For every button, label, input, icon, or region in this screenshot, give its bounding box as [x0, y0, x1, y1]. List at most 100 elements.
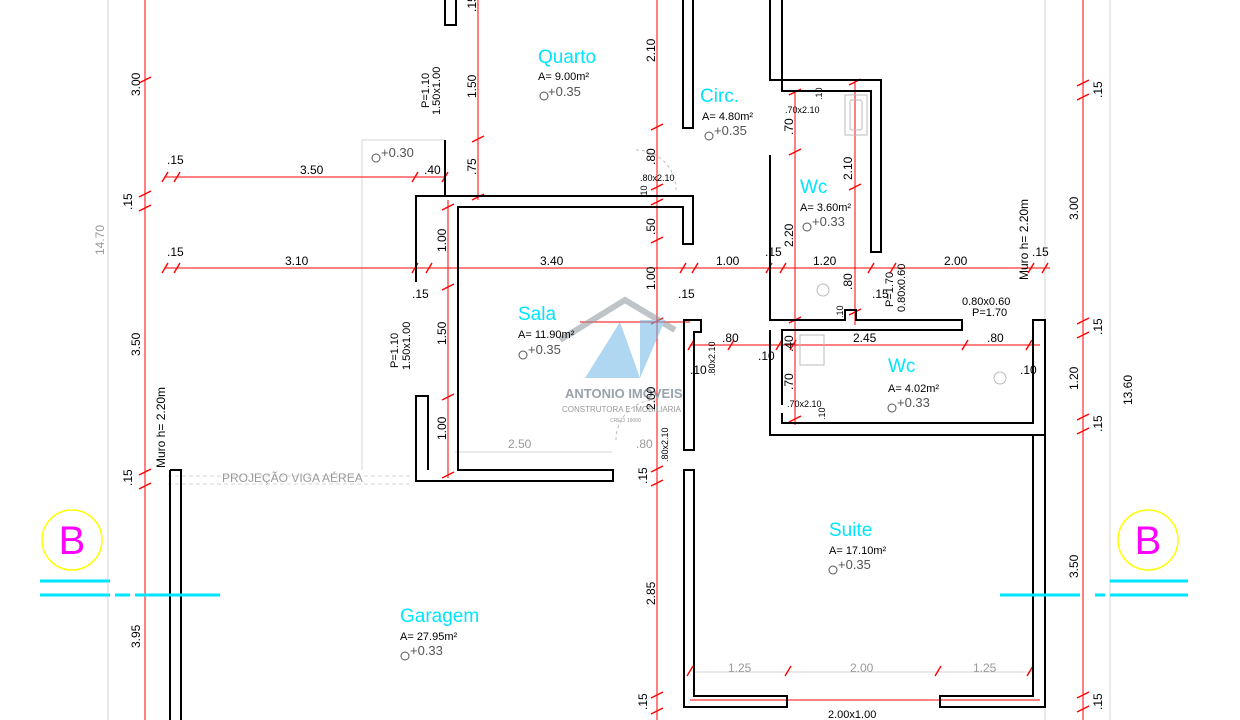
section-circle-left [41, 509, 103, 571]
room-name-suite: Suite [829, 520, 872, 541]
room-level-wc2: +0.33 [897, 395, 930, 410]
room-area-wc2: A= 4.02m² [888, 383, 939, 395]
dim-r-015c: .15 [1091, 415, 1105, 432]
dim-left-015b: .15 [121, 469, 135, 486]
level-extra-text: +0.30 [381, 145, 414, 160]
level-icon [539, 91, 549, 101]
room-level-garagem: +0.33 [410, 643, 443, 658]
level-icon [887, 403, 897, 413]
dim-v-015: .15 [465, 0, 479, 12]
dim-row2-340: 3.40 [540, 254, 564, 268]
watermark-name: ANTONIO IMOVEIS [565, 386, 683, 401]
window-wc1-size: 0.80x0.60 [896, 264, 908, 312]
total-left-label: 14.70 [93, 225, 107, 255]
dim-r-015a: .15 [1091, 81, 1105, 98]
room-name-garagem: Garagem [400, 606, 479, 627]
room-level-circ: +0.35 [714, 123, 747, 138]
room-wc2: Wc A= 4.02m² +0.33 [887, 356, 939, 413]
dim-row2-310: 3.10 [285, 254, 309, 268]
dim-row1-040: .40 [424, 163, 441, 177]
section-letter-right: B [1135, 519, 1162, 563]
dim-left-300: 3.00 [129, 72, 143, 96]
room-name-quarto: Quarto [538, 47, 596, 68]
dim-wc-010b: .10 [835, 305, 845, 318]
level-icon [518, 350, 528, 360]
dim-row2-015c: .15 [1032, 245, 1049, 259]
room-area-circ: A= 4.80m² [702, 111, 753, 123]
dim-sala-080: .80 [636, 437, 653, 451]
dim-h-245: 2.45 [853, 331, 877, 345]
dim-r-120: 1.20 [1067, 366, 1081, 390]
dim-wc-070a: .70 [782, 118, 796, 135]
window-wc1-sill: P=1.70 [884, 272, 896, 307]
dim-h-010c: .10 [1020, 363, 1037, 377]
dim-h-080a: .80 [722, 331, 739, 345]
dim-row2-100: 1.00 [716, 254, 740, 268]
level-icon [828, 565, 838, 575]
dimension-texts: 3.00 .15 3.50 .15 3.95 .15 3.50 .40 .15 … [121, 0, 1105, 710]
level-icon [802, 222, 812, 232]
fixtures [615, 94, 1007, 441]
room-level-suite: +0.35 [838, 557, 871, 572]
window-sala-size: 1.50x1.00 [401, 322, 413, 370]
dim-mid-010: .10 [639, 185, 649, 198]
dim-wc-015: .15 [872, 287, 889, 301]
room-name-wc1: Wc [800, 177, 827, 198]
dim-v-150b: 1.50 [435, 321, 449, 345]
suite-door-size: 2.00x1.00 [828, 709, 876, 720]
section-letter-left: B [59, 519, 86, 563]
dim-mid-285: 2.85 [644, 581, 658, 605]
dim-r-300: 3.00 [1067, 196, 1081, 220]
section-circle-right [1117, 509, 1179, 571]
dim-h-040: .40 [782, 335, 796, 352]
door-circ-size: .80x2.10 [640, 173, 675, 183]
dim-r-350: 3.50 [1067, 554, 1081, 578]
window-sala-sill: P=1.10 [389, 333, 401, 368]
dim-left-395: 3.95 [129, 624, 143, 648]
dim-sala-250: 2.50 [508, 437, 532, 451]
dimension-ticks [138, 76, 1090, 715]
section-lines [40, 579, 1188, 597]
room-garagem: Garagem A= 27.95m² +0.33 [400, 606, 479, 661]
dim-left-015a: .15 [121, 193, 135, 210]
dim-s-200: 2.00 [850, 661, 874, 675]
room-level-wc1: +0.33 [812, 214, 845, 229]
level-icon [704, 131, 714, 141]
dim-mid-210: 2.10 [644, 38, 658, 62]
door-wc1-size: .70x2.10 [785, 105, 820, 115]
section-marker-left[interactable]: B [41, 509, 103, 571]
room-name-circ: Circ. [700, 86, 739, 107]
level-extra: +0.30 [371, 145, 414, 163]
door-suite-size: .80x2.10 [660, 427, 670, 462]
room-wc1: Wc A= 3.60m² +0.33 [800, 177, 851, 232]
dim-left-350: 3.50 [129, 332, 143, 356]
dim-v-015b: .15 [412, 287, 429, 301]
room-circ: Circ. A= 4.80m² +0.35 [700, 86, 753, 141]
dim-wc-220: 2.20 [782, 223, 796, 247]
dim-wc-010a: .10 [814, 87, 824, 100]
room-level-sala: +0.35 [528, 342, 561, 357]
dim-s-125b: 1.25 [973, 661, 997, 675]
section-marker-right[interactable]: B [1117, 509, 1179, 571]
room-sala: Sala A= 11.90m² +0.35 [518, 304, 575, 360]
dim-r-015b: .15 [1091, 318, 1105, 335]
dim-h-070: .70 [782, 373, 796, 390]
room-level-quarto: +0.35 [548, 84, 581, 99]
dimension-lines [144, 0, 1084, 720]
dim-wc-080: .80 [841, 273, 855, 290]
dim-v-100a: 1.00 [435, 228, 449, 252]
muro-right-label: Muro h= 2.20m [1017, 199, 1031, 280]
dim-row1-015: .15 [167, 153, 184, 167]
window-wc2-sill: P=1.70 [972, 307, 1007, 319]
dim-mid-100: 1.00 [644, 266, 658, 290]
walls [169, 0, 1046, 720]
dim-row2-200: 2.00 [944, 254, 968, 268]
dim-mid-015b: .15 [636, 467, 650, 484]
dim-h-010: .10 [758, 349, 775, 363]
dim-h-010e: .10 [690, 363, 707, 377]
window-quarto-size: 1.50x1.00 [431, 67, 443, 115]
dim-v-075: .75 [465, 158, 479, 175]
dim-row2-015b: .15 [765, 245, 782, 259]
level-icon [400, 651, 410, 661]
